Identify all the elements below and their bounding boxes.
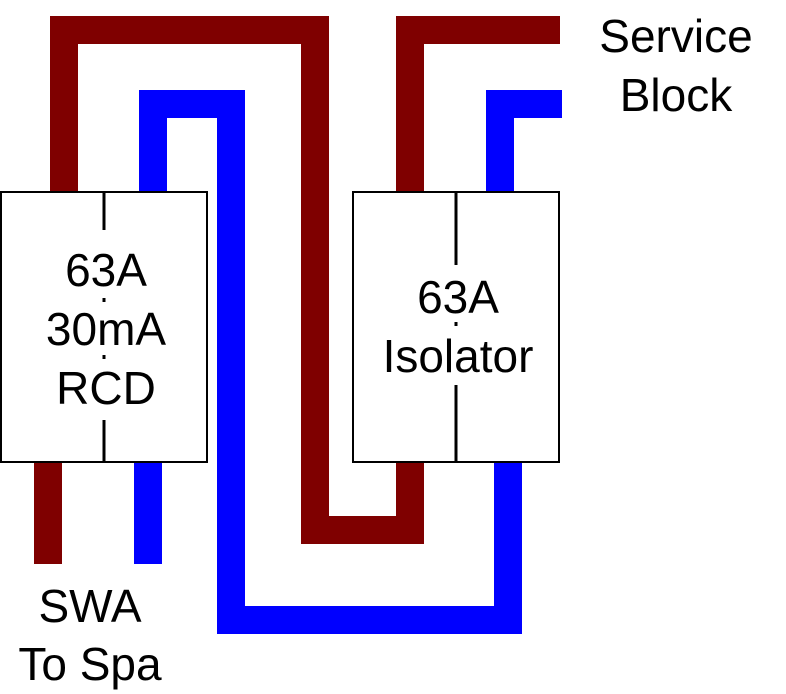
isolator-rating: 63A [417, 271, 499, 323]
rcd-rating: 63A [65, 244, 147, 296]
rcd-box [0, 191, 208, 463]
rcd-sensitivity: 30mA [46, 303, 166, 355]
isolator-name: Isolator [383, 330, 534, 382]
swa-label-line1: SWA [38, 580, 141, 632]
isolator-device: 63A Isolator [352, 191, 560, 463]
neutral-wire-rcd-to-isolator-output [139, 90, 522, 634]
swa-label-line2: To Spa [18, 638, 162, 690]
rcd-device: 63A 30mA RCD [0, 191, 208, 463]
live-wire-service-to-isolator [396, 16, 560, 192]
rcd-name: RCD [56, 362, 156, 414]
live-wire-rcd-to-isolator-output [50, 16, 424, 544]
service-block-label-line1: Service [599, 10, 752, 62]
neutral-wire-service-to-isolator [486, 90, 562, 192]
service-block-label-line2: Block [620, 69, 733, 121]
